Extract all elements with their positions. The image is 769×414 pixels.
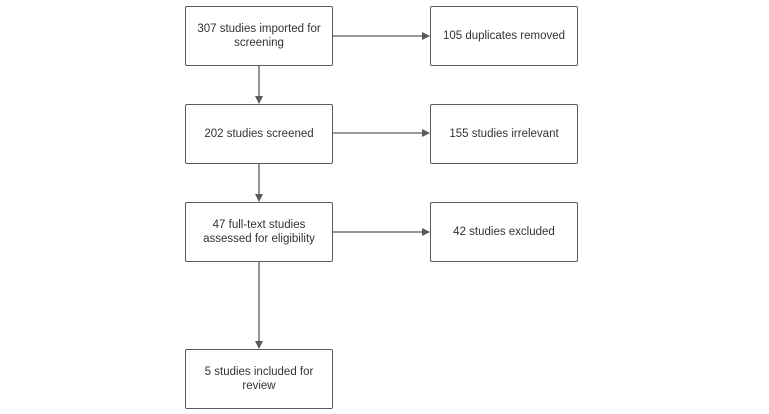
box-full-text-assessed: 47 full-text studies assessed for eligib… — [185, 202, 333, 262]
box-duplicates-removed-label: 105 duplicates removed — [442, 30, 566, 42]
box-studies-included: 5 studies included for review — [185, 349, 333, 409]
box-studies-irrelevant: 155 studies irrelevant — [430, 104, 578, 164]
box-studies-included-label: 5 studies included for review — [204, 366, 314, 392]
box-studies-irrelevant-label: 155 studies irrelevant — [449, 128, 559, 140]
box-studies-screened-label: 202 studies screened — [204, 128, 314, 140]
box-full-text-assessed-label: 47 full-text studies assessed for eligib… — [203, 219, 315, 245]
box-studies-screened: 202 studies screened — [185, 104, 333, 164]
box-duplicates-removed: 105 duplicates removed — [430, 6, 578, 66]
box-studies-imported: 307 studies imported for screening — [185, 6, 333, 66]
box-studies-imported-label: 307 studies imported for screening — [197, 23, 321, 49]
box-studies-excluded-label: 42 studies excluded — [453, 226, 555, 238]
box-studies-excluded: 42 studies excluded — [430, 202, 578, 262]
